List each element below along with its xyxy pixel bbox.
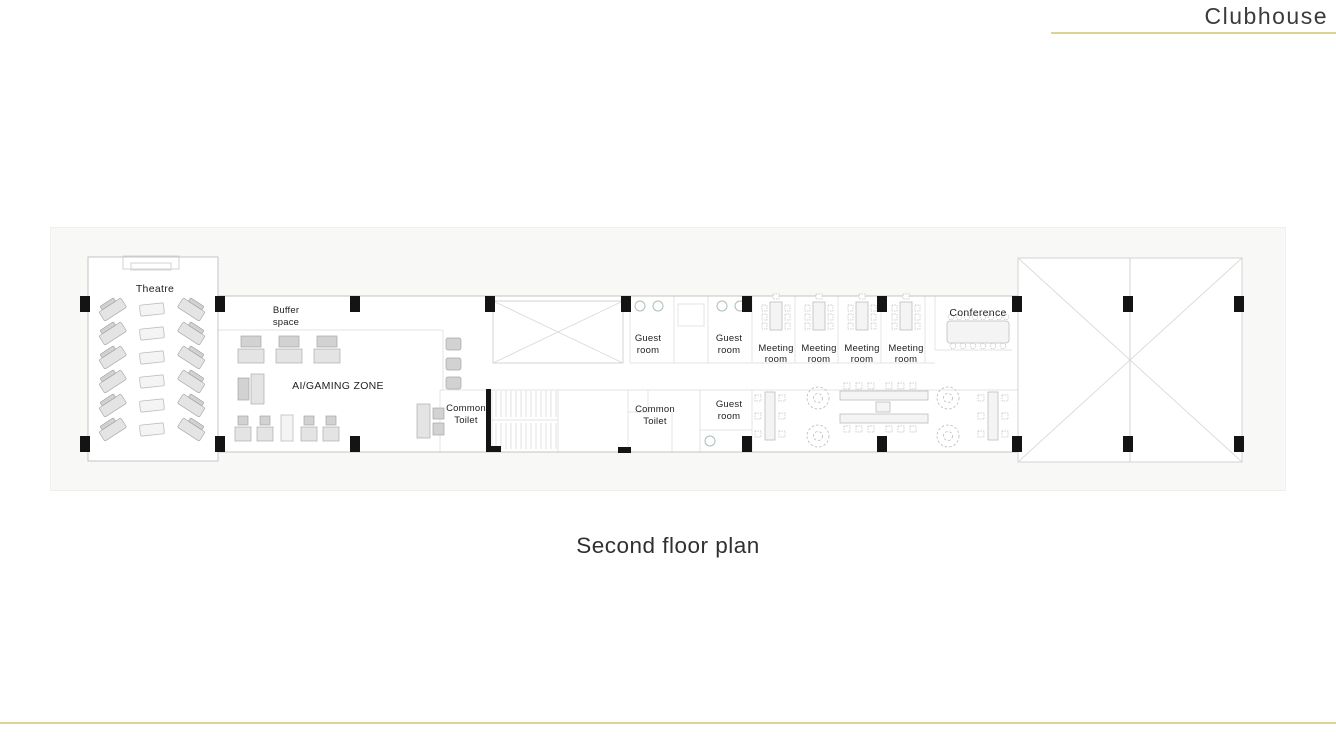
label-conference: Conference xyxy=(949,307,1006,319)
shelves xyxy=(445,337,462,390)
label-gaming-zone: AI/GAMING ZONE xyxy=(292,380,384,392)
stairs xyxy=(495,391,557,449)
label-common-toilet-left-2: Toilet xyxy=(454,415,478,426)
title-underline xyxy=(1051,32,1336,34)
label-buffer-space-1: Buffer xyxy=(273,305,299,316)
theatre-room xyxy=(87,255,219,462)
label-meeting-room-4b: room xyxy=(895,354,917,365)
open-office-furniture xyxy=(754,382,1009,448)
guest-room-chairs xyxy=(634,300,746,447)
label-common-toilet-left-1: Common xyxy=(446,403,486,414)
plan-caption: Second floor plan xyxy=(576,533,760,558)
label-common-toilet-right-1: Common xyxy=(635,404,675,415)
label-meeting-room-2a: Meeting xyxy=(801,343,836,354)
label-guest-room-3a: Guest xyxy=(716,399,743,410)
label-meeting-room-1b: room xyxy=(765,354,787,365)
label-meeting-room-4a: Meeting xyxy=(888,343,923,354)
room-labels: Theatre Buffer space AI/GAMING ZONE Comm… xyxy=(136,283,1006,427)
stage xyxy=(122,255,180,271)
floor-plan-drawing: Theatre Buffer space AI/GAMING ZONE Comm… xyxy=(50,227,1286,491)
label-meeting-room-3a: Meeting xyxy=(844,343,879,354)
label-guest-room-3b: room xyxy=(718,411,740,422)
floor-plan-panel: Theatre Buffer space AI/GAMING ZONE Comm… xyxy=(50,227,1286,491)
label-theatre: Theatre xyxy=(136,283,174,295)
black-wall-segments xyxy=(486,389,631,453)
footer-rule xyxy=(0,722,1336,724)
stairwell-void xyxy=(492,300,624,364)
label-guest-room-2a: Guest xyxy=(716,333,743,344)
conference-table xyxy=(946,313,1010,350)
label-guest-room-1a: Guest xyxy=(635,333,662,344)
label-common-toilet-right-2: Toilet xyxy=(643,416,667,427)
structural-columns xyxy=(80,296,1244,452)
terrace-block xyxy=(1017,257,1243,463)
label-meeting-room-2b: room xyxy=(808,354,830,365)
label-meeting-room-3b: room xyxy=(851,354,873,365)
label-guest-room-2b: room xyxy=(718,345,740,356)
page-title: Clubhouse xyxy=(1204,3,1328,29)
label-meeting-room-1a: Meeting xyxy=(758,343,793,354)
toilet-fixtures xyxy=(416,403,445,439)
label-buffer-space-2: space xyxy=(273,317,299,328)
label-guest-room-1b: room xyxy=(637,345,659,356)
gaming-zone-furniture xyxy=(234,335,341,442)
